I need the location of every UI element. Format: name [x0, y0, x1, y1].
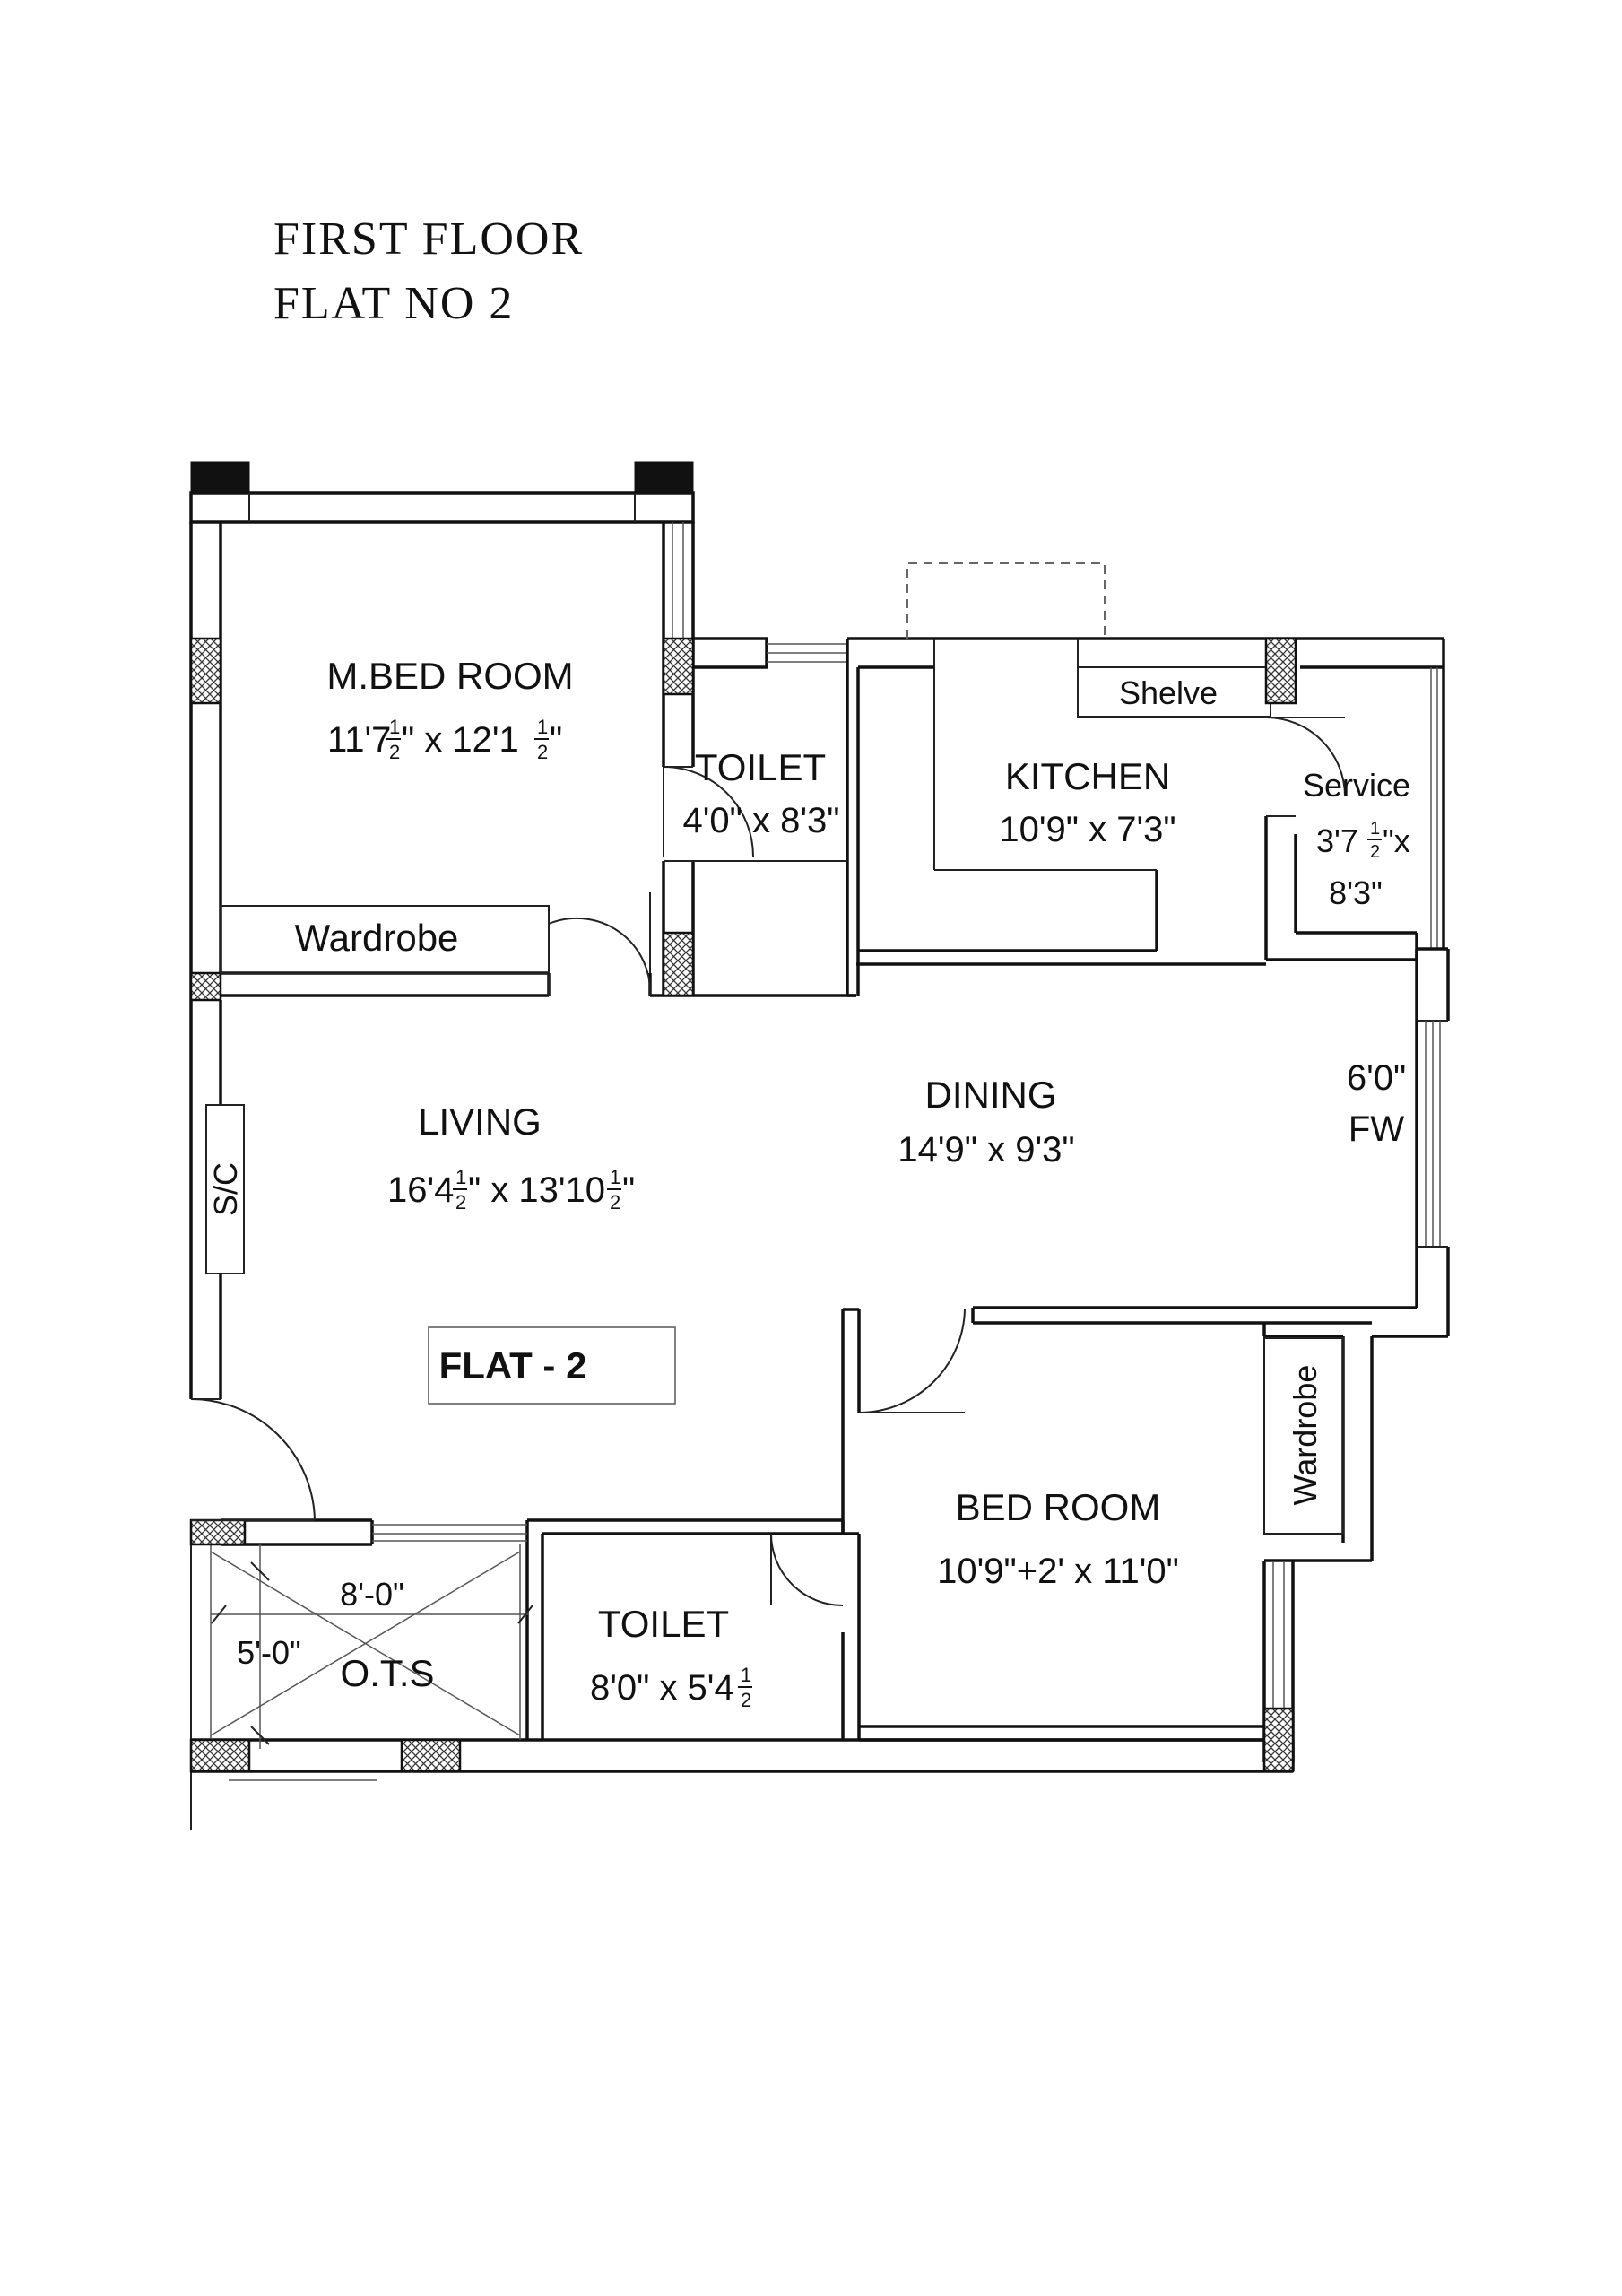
flat-label-box: [428, 1326, 676, 1405]
fw-name: FW: [1349, 1109, 1404, 1149]
ots-name: O.T.S: [340, 1652, 434, 1694]
living-dim-a: 16'4: [387, 1170, 454, 1210]
svg-text:2: 2: [610, 1191, 620, 1213]
svg-text:1: 1: [1370, 819, 1380, 839]
door-toilet-2: [770, 1533, 844, 1606]
living-dim-b: " x 13'10: [468, 1170, 605, 1210]
door-bedroom: [858, 1309, 966, 1413]
living-name: LIVING: [418, 1100, 542, 1143]
svg-text:1: 1: [741, 1664, 751, 1686]
sc-label: S/C: [207, 1162, 244, 1216]
master-bedroom-dim-a: 11'7: [327, 720, 391, 760]
master-bedroom-top-wall: [189, 491, 695, 524]
svg-text:2: 2: [389, 741, 400, 763]
columns: [189, 637, 1297, 1773]
floor-title: FIRST FLOOR: [273, 213, 584, 265]
kitchen-dim: 10'9" x 7'3": [999, 810, 1175, 849]
dining-name: DINING: [925, 1074, 1057, 1116]
shelve-label: Shelve: [1119, 674, 1218, 711]
svg-text:2: 2: [455, 1191, 466, 1213]
master-bedroom-name: M.BED ROOM: [326, 655, 573, 697]
doors: [190, 717, 1346, 1606]
ots-markings: [210, 1544, 533, 1749]
dining-dim: 14'9" x 9'3": [898, 1130, 1074, 1170]
svg-text:2: 2: [1370, 842, 1380, 862]
door-master-bedroom: [548, 917, 652, 996]
svg-text:1: 1: [389, 716, 400, 738]
wardrobe-bedroom-label: Wardrobe: [1287, 1365, 1323, 1506]
toilet-2-dim: 8'0" x 5'4: [590, 1668, 734, 1708]
service-name: Service: [1303, 767, 1410, 804]
door-toilet-1: [663, 766, 754, 857]
toilet-1-dim: 4'0" x 8'3": [683, 801, 840, 840]
svg-text:2: 2: [537, 741, 548, 763]
service-dim-line2: 8'3": [1329, 874, 1383, 911]
kitchen-name: KITCHEN: [1005, 755, 1170, 797]
bedroom-dim: 10'9"+2' x 11'0": [937, 1552, 1179, 1591]
master-bedroom-dim-c: ": [550, 720, 562, 760]
column-top-left: [190, 461, 250, 494]
svg-text:1: 1: [610, 1166, 620, 1188]
ots-dim-height: 5'-0": [237, 1634, 301, 1671]
service-dim-b: "x: [1383, 822, 1410, 859]
bedroom-name: BED ROOM: [956, 1486, 1161, 1528]
svg-text:1: 1: [455, 1166, 466, 1188]
master-bedroom-dim-b: " x 12'1: [402, 720, 519, 760]
door-service: [1265, 717, 1346, 797]
wardrobe-master-label: Wardrobe: [295, 917, 459, 959]
ots-dim-width: 8'-0": [340, 1576, 404, 1613]
toilet-2-name: TOILET: [598, 1603, 729, 1645]
svg-text:1: 1: [537, 716, 548, 738]
fw-dim: 6'0": [1347, 1058, 1406, 1098]
room-labels: M.BED ROOM 11'7 1 2 " x 12'1 1 2 " TOILE…: [207, 655, 1410, 1711]
column-top-right: [634, 461, 694, 494]
flat-number-title: FLAT NO 2: [273, 278, 514, 329]
wardrobe-bedroom: [1263, 1337, 1344, 1535]
living-dim-c: ": [622, 1170, 635, 1210]
service-dim-a: 3'7: [1316, 822, 1358, 859]
svg-text:2: 2: [741, 1689, 751, 1711]
flat-label: FLAT - 2: [439, 1344, 587, 1387]
door-main-entrance: [190, 1398, 316, 1521]
toilet-1-name: TOILET: [695, 746, 826, 788]
